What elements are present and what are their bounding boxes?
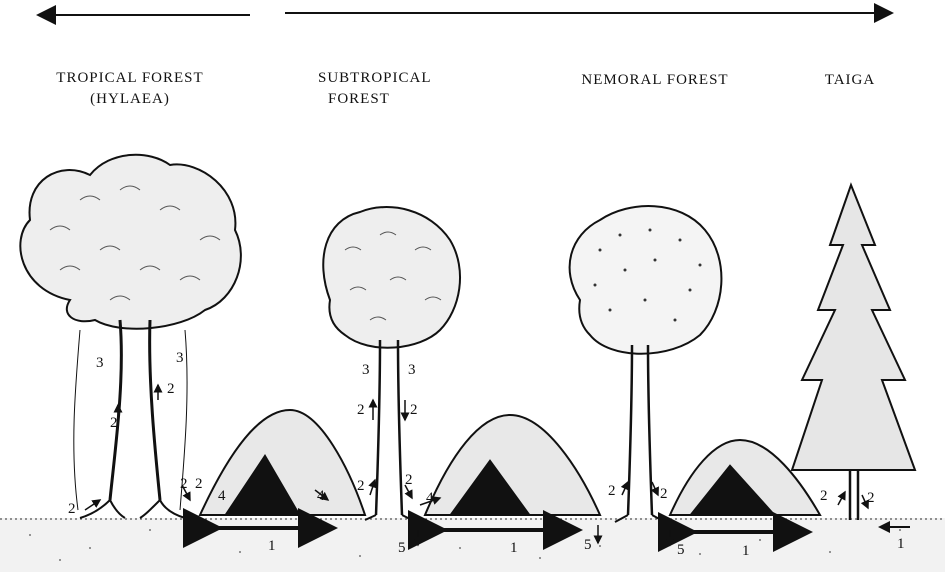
num-3-d: 3 — [408, 362, 416, 378]
num-3-a: 3 — [96, 355, 104, 371]
num-5-c: 5 — [677, 542, 685, 558]
litter-mound-2 — [425, 415, 600, 515]
num-1-c: 1 — [742, 543, 750, 559]
num-5-b: 5 — [584, 537, 592, 553]
num-2-h: 2 — [405, 472, 413, 488]
num-4-c: 4 — [218, 488, 226, 504]
num-4-b: 4 — [426, 490, 434, 506]
num-2-c: 2 — [167, 381, 175, 397]
num-3-b: 3 — [176, 350, 184, 366]
num-2-e: 2 — [357, 402, 365, 418]
num-2-k: 2 — [820, 488, 828, 504]
top-arrows — [40, 13, 890, 15]
num-1-a: 1 — [268, 538, 276, 554]
tropical-tree — [20, 155, 241, 518]
num-2-l: 2 — [867, 490, 875, 506]
num-2-f: 2 — [410, 402, 418, 418]
num-2-b: 2 — [180, 476, 188, 492]
num-2-g: 2 — [357, 478, 365, 494]
num-2-m: 2 — [195, 476, 203, 492]
num-1-d: 1 — [897, 536, 905, 552]
num-2-i: 2 — [608, 483, 616, 499]
num-2-a: 2 — [68, 501, 76, 517]
num-1-b: 1 — [510, 540, 518, 556]
num-3-c: 3 — [362, 362, 370, 378]
taiga-tree — [792, 185, 915, 520]
num-2-j: 2 — [660, 486, 668, 502]
num-4-a: 4 — [317, 488, 325, 504]
num-2-d: 2 — [110, 415, 118, 431]
ground — [0, 518, 945, 572]
num-5-a: 5 — [398, 540, 406, 556]
